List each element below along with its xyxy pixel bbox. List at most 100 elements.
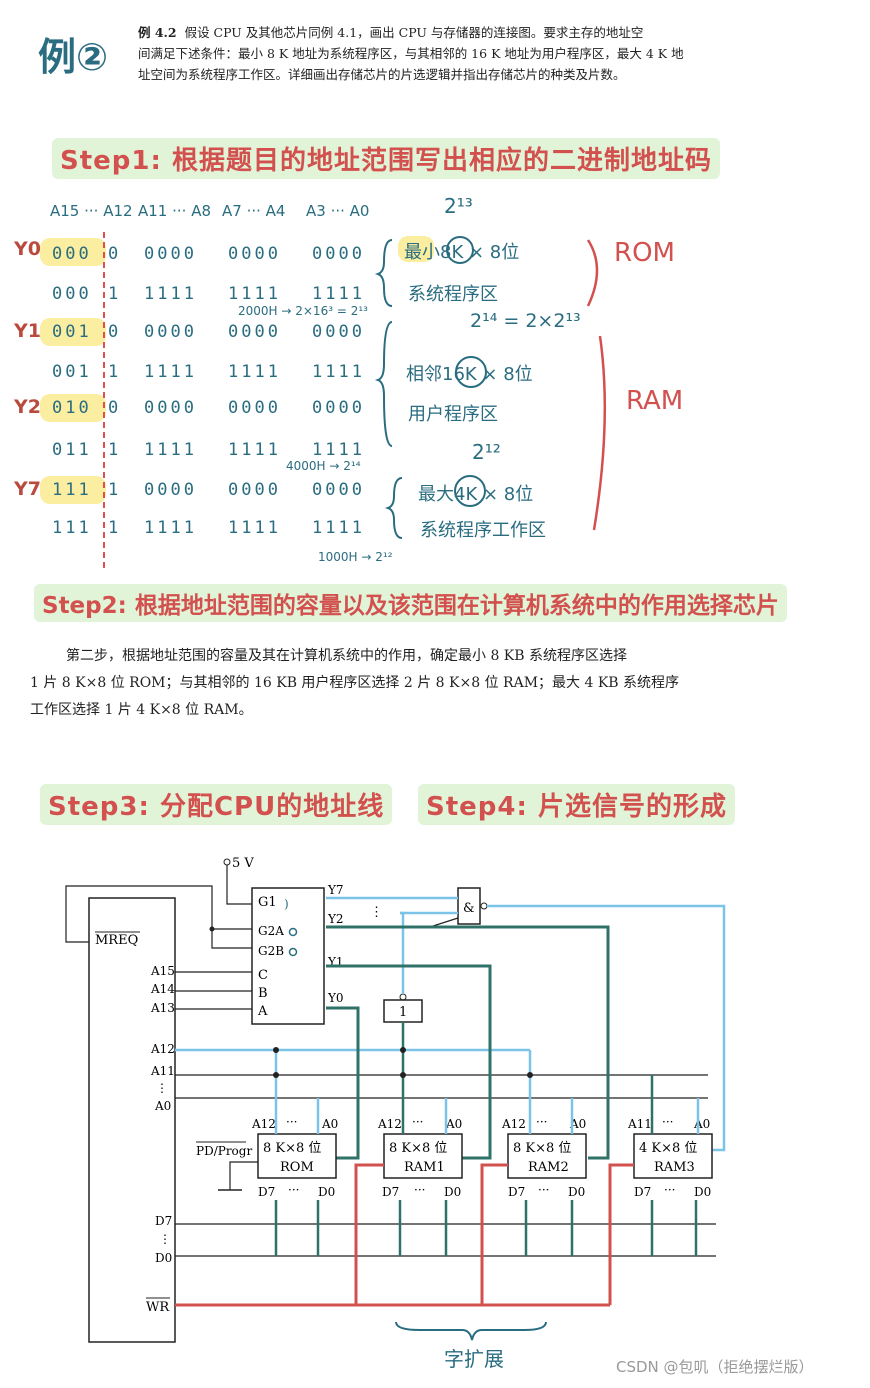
svg-text:8 K×8 位: 8 K×8 位 bbox=[263, 1141, 321, 1156]
svg-text:A0: A0 bbox=[445, 1117, 462, 1131]
col-header-a15-a12: A15 ··· A12 bbox=[50, 202, 133, 220]
addr-row-6-a11-a8: 0000 bbox=[144, 480, 197, 500]
svg-text:···: ··· bbox=[412, 1115, 423, 1129]
col-header-a7-a4: A7 ··· A4 bbox=[222, 202, 286, 220]
addr-row-7-a7-a4: 1111 bbox=[228, 518, 281, 538]
power-2-14: 2¹⁴ = 2×2¹³ bbox=[470, 310, 581, 332]
cpu-signal-a11: A11 bbox=[150, 1064, 175, 1078]
addr-row-6-a3-a0: 0000 bbox=[312, 480, 365, 500]
highlight-y2 bbox=[40, 394, 106, 422]
brace-rom bbox=[586, 239, 599, 307]
brace-ram bbox=[592, 335, 607, 531]
addr-row-3-a15-a13: 001 bbox=[52, 362, 92, 382]
row-label-y0: Y0 bbox=[14, 238, 41, 260]
circle-4k bbox=[454, 475, 486, 507]
svg-text:D7: D7 bbox=[634, 1185, 651, 1199]
row-label-y7: Y7 bbox=[14, 478, 41, 500]
group3-line1: 最大4K × 8位 bbox=[418, 484, 534, 505]
decoder-g1: G1 bbox=[258, 895, 277, 910]
highlight-min8k bbox=[398, 236, 434, 262]
svg-text:): ) bbox=[284, 897, 289, 911]
power-5v-label: 5 V bbox=[232, 856, 254, 871]
decoder-y7: Y7 bbox=[327, 883, 344, 897]
annotation-brackets bbox=[374, 236, 607, 539]
step1-heading: Step1: 根据题目的地址范围写出相应的二进制地址码 bbox=[52, 138, 720, 179]
step2-line-2: 1 片 8 K×8 位 ROM；与其相邻的 16 KB 用户程序区选择 2 片 … bbox=[30, 675, 680, 691]
addr-row-0-a11-a8: 0000 bbox=[144, 244, 197, 264]
problem-label: 例 4.2 bbox=[138, 25, 177, 40]
circle-16k bbox=[455, 356, 487, 388]
step2-line-1: 第二步，根据地址范围的容量及其在计算机系统中的作用，确定最小 8 KB 系统程序… bbox=[66, 648, 628, 664]
svg-text:A0: A0 bbox=[321, 1117, 338, 1131]
problem-line-1: 假设 CPU 及其他芯片同例 4.1，画出 CPU 与存储器的连接图。要求主存的… bbox=[184, 25, 644, 40]
decoder-g2a: G2A bbox=[258, 924, 284, 938]
rom-label: ROM bbox=[614, 238, 675, 268]
svg-text:⋮: ⋮ bbox=[156, 1081, 168, 1095]
cpu-signal-a13: A13 bbox=[150, 1001, 175, 1015]
addr-row-1-a11-a8: 1111 bbox=[144, 284, 197, 304]
svg-text:···: ··· bbox=[288, 1183, 299, 1197]
addr-row-0-a12: 0 bbox=[108, 244, 122, 264]
addr-row-6-a12: 1 bbox=[108, 480, 122, 500]
step4-heading: Step4: 片选信号的形成 bbox=[418, 784, 735, 825]
row-label-y1: Y1 bbox=[14, 320, 41, 342]
addr-row-1-a7-a4: 1111 bbox=[228, 284, 281, 304]
decoder-74138 bbox=[251, 887, 325, 1025]
step2-heading: Step2: 根据地址范围的容量以及该范围在计算机系统中的作用选择芯片 bbox=[34, 584, 787, 622]
svg-text:D0: D0 bbox=[694, 1185, 711, 1199]
calc-note-2000h: 2000H → 2×16³ = 2¹³ bbox=[238, 304, 368, 318]
svg-text:···: ··· bbox=[538, 1183, 549, 1197]
addr-row-3-a11-a8: 1111 bbox=[144, 362, 197, 382]
addr-row-0-a3-a0: 0000 bbox=[312, 244, 365, 264]
svg-text:A12: A12 bbox=[501, 1117, 526, 1131]
cpu-signal-a14: A14 bbox=[150, 982, 175, 996]
cpu-block bbox=[88, 897, 176, 1343]
power-2-13: 2¹³ bbox=[444, 194, 473, 218]
svg-text:A0: A0 bbox=[693, 1117, 710, 1131]
chip-rom: 8 K×8 位 ROM A12 A0 ··· D7 D0 ··· bbox=[251, 1115, 338, 1199]
addr-row-5-a7-a4: 1111 bbox=[228, 440, 281, 460]
col-header-a11-a8: A11 ··· A8 bbox=[138, 202, 211, 220]
highlight-y1 bbox=[40, 318, 106, 346]
decoder-a: A bbox=[257, 1004, 268, 1019]
page-title: 例② bbox=[38, 35, 109, 79]
col-header-a3-a0: A3 ··· A0 bbox=[306, 202, 370, 220]
svg-text:RAM2: RAM2 bbox=[528, 1160, 569, 1175]
addr-row-2-a3-a0: 0000 bbox=[312, 322, 365, 342]
svg-text:⋮: ⋮ bbox=[159, 1232, 171, 1246]
cpu-signal-a0: A0 bbox=[154, 1099, 171, 1113]
svg-text:A11: A11 bbox=[627, 1117, 652, 1131]
addr-row-7-a3-a0: 1111 bbox=[312, 518, 365, 538]
addr-row-0-a7-a4: 0000 bbox=[228, 244, 281, 264]
addr-row-2-a11-a8: 0000 bbox=[144, 322, 197, 342]
circuit-diagram: MREQ A15 A14 A13 A12 A11 ⋮ A0 D7 ⋮ D0 WR… bbox=[65, 856, 726, 1371]
svg-text:···: ··· bbox=[536, 1115, 547, 1129]
addr-row-2-a7-a4: 0000 bbox=[228, 322, 281, 342]
a12-separator-line bbox=[103, 232, 105, 568]
cpu-signal-a15: A15 bbox=[150, 964, 175, 978]
addr-row-3-a12: 1 bbox=[108, 362, 122, 382]
group2-line2: 用户程序区 bbox=[408, 404, 498, 425]
addr-row-4-a7-a4: 0000 bbox=[228, 398, 281, 418]
svg-text:A12: A12 bbox=[251, 1117, 276, 1131]
group2-line1: 相邻16K × 8位 bbox=[406, 364, 533, 385]
svg-text:D7: D7 bbox=[508, 1185, 525, 1199]
addr-row-0-a15-a13: 000 bbox=[52, 244, 92, 264]
step3-heading: Step3: 分配CPU的地址线 bbox=[40, 784, 393, 825]
word-extension-label: 字扩展 bbox=[444, 1347, 504, 1371]
addr-row-7-a15-a13: 111 bbox=[52, 518, 92, 538]
addr-row-3-a3-a0: 1111 bbox=[312, 362, 365, 382]
chip-ram2: 8 K×8 位 RAM2 A12 A0 ··· D7 D0 ··· bbox=[501, 1115, 587, 1199]
circle-8k bbox=[446, 236, 474, 264]
svg-text:ROM: ROM bbox=[280, 1160, 314, 1175]
decoder-b: B bbox=[258, 986, 268, 1001]
footer-watermark: CSDN @包叽（拒绝摆烂版） bbox=[616, 1358, 814, 1376]
inverter-symbol: 1 bbox=[399, 1005, 407, 1020]
cpu-signal-d7: D7 bbox=[155, 1214, 172, 1228]
addr-row-7-a11-a8: 1111 bbox=[144, 518, 197, 538]
ram-label: RAM bbox=[626, 386, 684, 416]
addr-row-4-a15-a13: 010 bbox=[52, 398, 92, 418]
addr-row-4-a12: 0 bbox=[108, 398, 122, 418]
cpu-signal-mreq: MREQ bbox=[95, 933, 138, 948]
svg-text:RAM1: RAM1 bbox=[404, 1160, 445, 1175]
